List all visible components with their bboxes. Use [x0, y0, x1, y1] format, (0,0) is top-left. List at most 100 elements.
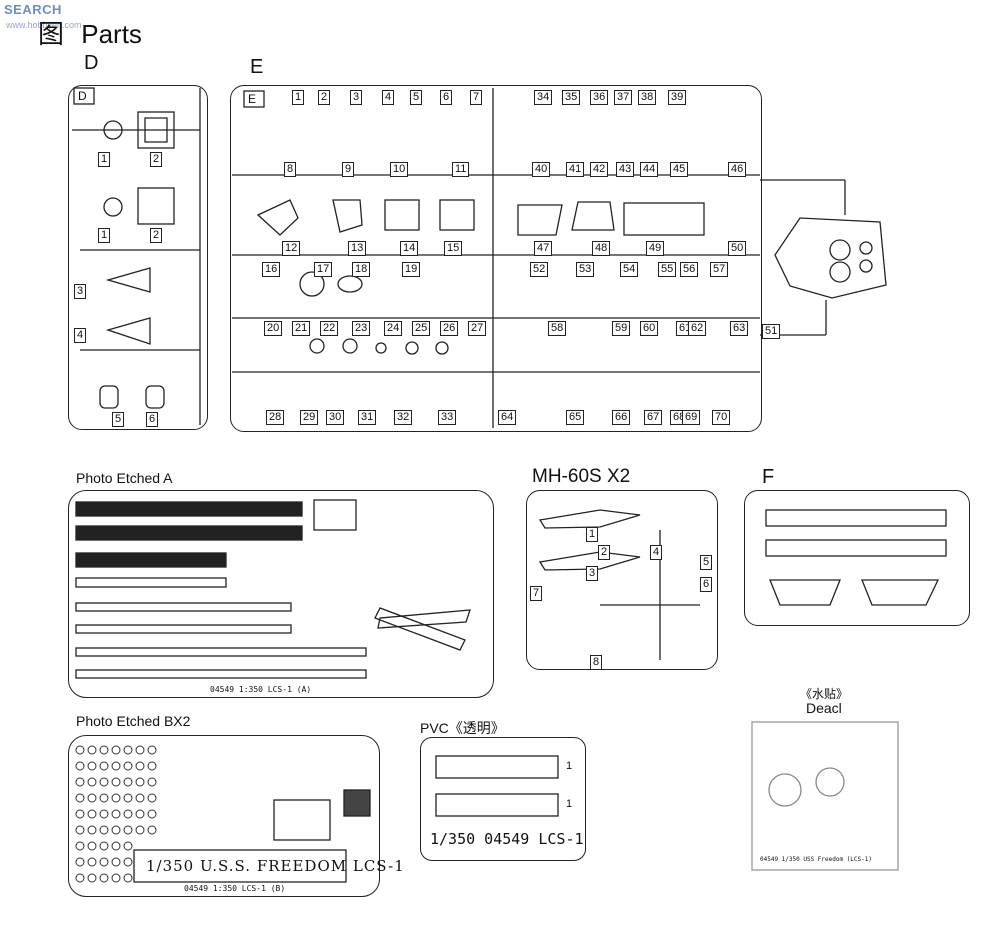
- part-number-e: 62: [688, 321, 707, 336]
- part-number-e: 58: [548, 321, 567, 336]
- part-number-e: 57: [710, 262, 729, 277]
- part-number-e: 70: [712, 410, 731, 425]
- pvc-code: 1/350 04549 LCS-1: [430, 830, 584, 848]
- part-number-e-51: 51: [762, 324, 781, 339]
- part-number-e: 12: [282, 241, 301, 256]
- title-en: Parts: [81, 19, 142, 49]
- section-label-mh60s: MH-60S X2: [532, 466, 631, 487]
- part-number-e: 31: [358, 410, 377, 425]
- part-number-e: 37: [614, 90, 633, 105]
- part-number-d: 3: [74, 284, 87, 299]
- part-number-e: 64: [498, 410, 517, 425]
- part-number-e: 48: [592, 241, 611, 256]
- part-number-e: 22: [320, 321, 339, 336]
- part-number-e: 49: [646, 241, 665, 256]
- pvc-part-1b: 1: [566, 798, 573, 810]
- part-number-e: 30: [326, 410, 345, 425]
- part-number-mh60s: 7: [530, 586, 543, 601]
- part-number-d: 2: [150, 228, 163, 243]
- part-number-e: 46: [728, 162, 747, 177]
- part-number-e: 55: [658, 262, 677, 277]
- part-number-e: 8: [284, 162, 297, 177]
- part-number-e: 18: [352, 262, 371, 277]
- decal-code: 04549 1/350 USS Freedom (LCS-1): [760, 856, 872, 863]
- sprue-e-tag-box: [243, 90, 265, 108]
- part-number-e: 26: [440, 321, 459, 336]
- pe-a-strips: [75, 499, 471, 679]
- part-number-e: 36: [590, 90, 609, 105]
- part-number-e: 40: [532, 162, 551, 177]
- part-number-e: 15: [444, 241, 463, 256]
- part-number-e: 32: [394, 410, 413, 425]
- sprue-e-tag: E: [248, 92, 257, 106]
- sprue-d-tag-box: [73, 87, 95, 105]
- pe-a-code: 04549 1:350 LCS-1 (A): [210, 685, 312, 694]
- sprue-e: [230, 85, 762, 432]
- part-number-e: 42: [590, 162, 609, 177]
- part-number-mh60s: 2: [598, 545, 611, 560]
- part-number-e: 19: [402, 262, 421, 277]
- section-label-decal-en: Deacl: [806, 700, 842, 716]
- part-number-mh60s: 5: [700, 555, 713, 570]
- watermark-logo: SEARCH: [4, 2, 62, 17]
- part-number-e: 65: [566, 410, 585, 425]
- section-label-photo-etched-a: Photo Etched A: [76, 470, 173, 486]
- part-number-e: 7: [470, 90, 483, 105]
- pvc-part-1a: 1: [566, 760, 573, 772]
- pe-b-code: 04549 1:350 LCS-1 (B): [184, 884, 286, 893]
- part-number-e: 39: [668, 90, 687, 105]
- part-number-e: 16: [262, 262, 281, 277]
- section-label-photo-etched-b: Photo Etched BX2: [76, 713, 191, 729]
- part-number-e: 13: [348, 241, 367, 256]
- part-number-e: 24: [384, 321, 403, 336]
- part-number-e: 28: [266, 410, 285, 425]
- part-number-e: 17: [314, 262, 333, 277]
- part-number-d: 1: [98, 228, 111, 243]
- part-number-e: 1: [292, 90, 305, 105]
- part-number-e: 44: [640, 162, 659, 177]
- part-number-e: 20: [264, 321, 283, 336]
- section-label-f: F: [762, 466, 775, 488]
- part-number-e: 4: [382, 90, 395, 105]
- title-cn: 图: [38, 19, 65, 49]
- photo-etched-a-sheet: [68, 490, 494, 698]
- part-number-e: 38: [638, 90, 657, 105]
- part-number-e: 59: [612, 321, 631, 336]
- part-number-e: 23: [352, 321, 371, 336]
- part-number-e: 45: [670, 162, 689, 177]
- part-number-mh60s: 8: [590, 655, 603, 670]
- part-number-e: 56: [680, 262, 699, 277]
- part-number-e: 33: [438, 410, 457, 425]
- part-number-d: 1: [98, 152, 111, 167]
- part-number-e: 10: [390, 162, 409, 177]
- part-number-d: 2: [150, 152, 163, 167]
- part-number-e: 67: [644, 410, 663, 425]
- part-number-e: 9: [342, 162, 355, 177]
- part-number-e: 14: [400, 241, 419, 256]
- pe-b-plate-text: 1/350 U.S.S. FREEDOM LCS-1: [146, 857, 405, 875]
- sprue-f: [744, 490, 970, 626]
- part-number-e: 34: [534, 90, 553, 105]
- sprue-d-tag: D: [78, 89, 87, 103]
- part-number-e: 63: [730, 321, 749, 336]
- part-number-e: 21: [292, 321, 311, 336]
- part-number-mh60s: 1: [586, 527, 599, 542]
- part-number-d: 4: [74, 328, 87, 343]
- section-label-pvc: PVC《透明》: [420, 720, 505, 736]
- part-number-e: 27: [468, 321, 487, 336]
- watermark-url: www.hobbyen.com: [6, 20, 82, 30]
- part-number-e: 35: [562, 90, 581, 105]
- part-number-d: 6: [146, 412, 159, 427]
- part-number-e: 25: [412, 321, 431, 336]
- part-number-e: 11: [452, 162, 470, 177]
- section-label-decal-cn: 《水贴》: [800, 687, 849, 701]
- part-number-e: 54: [620, 262, 639, 277]
- part-number-e: 53: [576, 262, 595, 277]
- part-number-e: 5: [410, 90, 423, 105]
- section-label-e: E: [250, 56, 264, 78]
- part-number-e: 2: [318, 90, 331, 105]
- part-number-e: 6: [440, 90, 453, 105]
- section-label-d: D: [84, 52, 99, 74]
- part-number-e: 66: [612, 410, 631, 425]
